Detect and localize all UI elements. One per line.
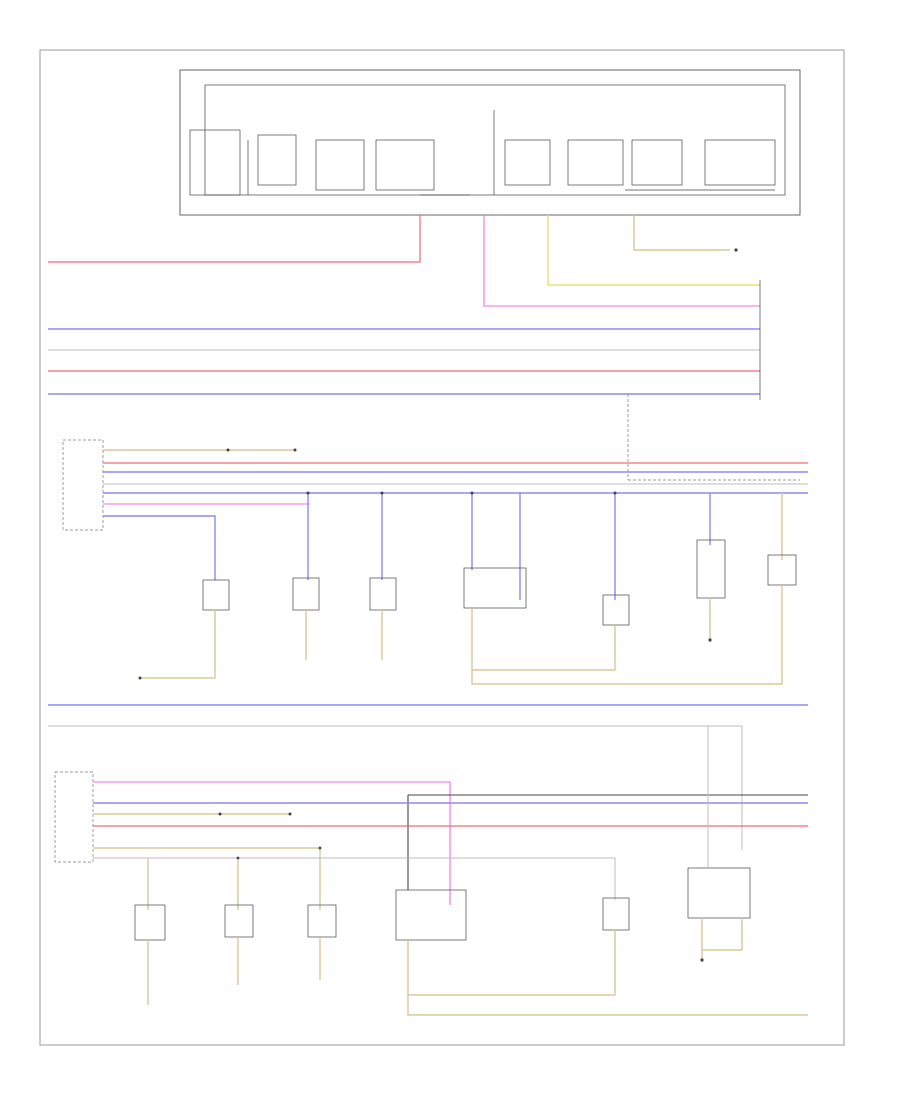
rear-lamp-1 [134,904,166,941]
license-lamp [687,867,751,919]
lamp-3 [369,577,397,611]
rear-lamp-2 [224,904,254,938]
middle-bus [48,704,808,850]
top-control-module [179,69,801,216]
main-bus [48,280,800,481]
lamp-1 [202,579,230,611]
top-module-wires [48,215,760,307]
lamp-5 [696,539,726,599]
rear-lamp-3 [307,904,337,938]
lamp-2 [292,577,320,611]
rear-switch [395,889,467,941]
right-rear-section [54,726,808,1016]
rear-lamp-4 [602,897,630,931]
diagram-frame [39,49,845,1046]
switch-1 [463,567,527,609]
lamp-4 [602,594,630,626]
left-rear-section [62,439,808,685]
